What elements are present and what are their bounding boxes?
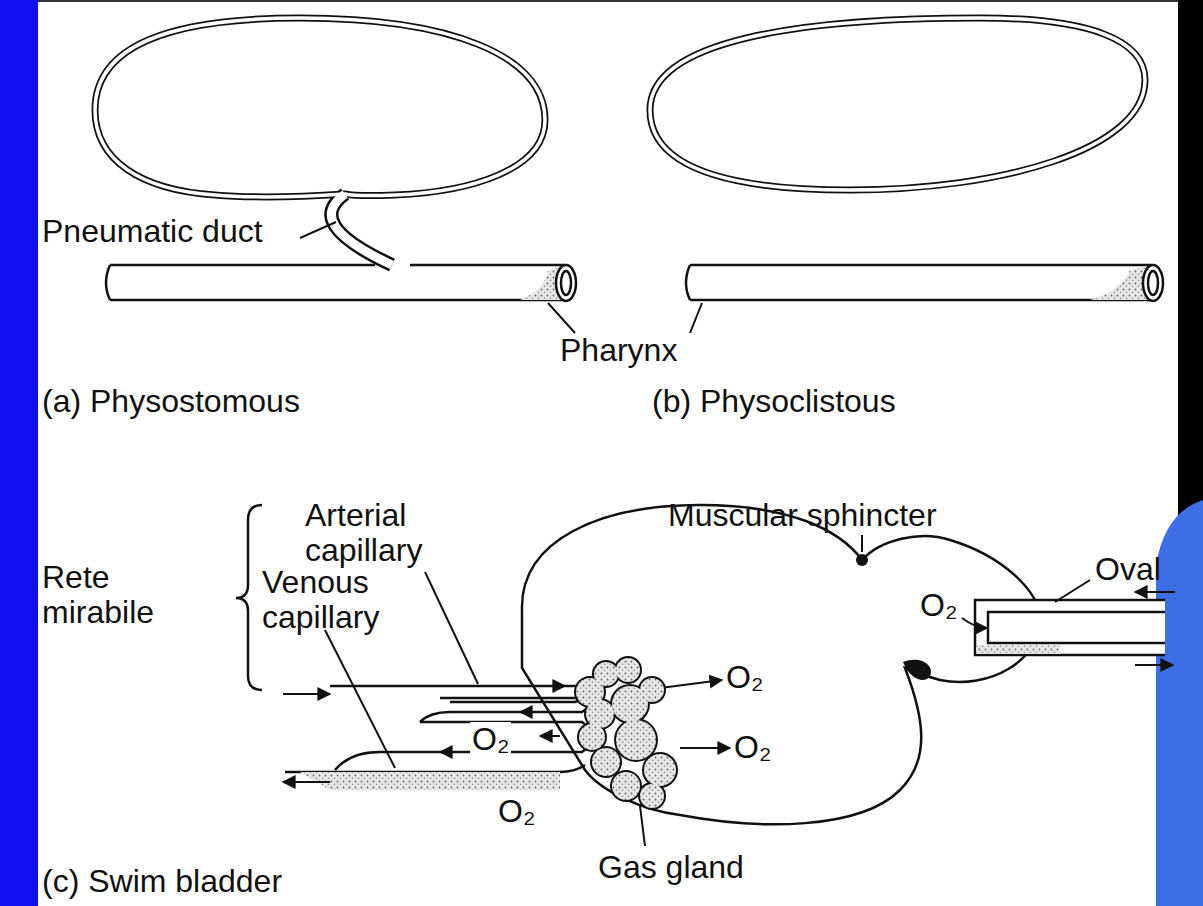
figure-caption: (a) Physostomous xyxy=(42,384,300,419)
chemical-label: O₂ xyxy=(470,722,511,757)
gas-gland xyxy=(574,656,678,810)
chemical-label: O₂ xyxy=(734,730,771,765)
swim-bladder xyxy=(522,505,1040,824)
oval-tube xyxy=(975,600,1165,655)
part-label: Gas gland xyxy=(598,850,744,885)
figure-caption: (c) Swim bladder xyxy=(42,864,282,899)
flow-arrow xyxy=(962,592,1175,665)
figure-caption: (b) Physoclistous xyxy=(652,384,896,419)
bladder-physoclistous xyxy=(650,18,1145,190)
part-label: Muscular sphincter xyxy=(668,498,937,533)
part-label: Pharynx xyxy=(560,333,677,368)
part-label: Oval xyxy=(1095,552,1161,587)
rete-mirabile xyxy=(285,686,593,790)
pharynx-tube xyxy=(686,265,1163,301)
chemical-label: O₂ xyxy=(498,794,535,829)
leader-line xyxy=(325,535,1090,846)
part-label: Venous capillary xyxy=(262,565,422,634)
top-edge xyxy=(38,0,1178,2)
part-label: Arterial capillary xyxy=(305,498,475,567)
part-label: Rete mirabile xyxy=(42,560,192,629)
side-bar xyxy=(0,0,38,906)
bracket xyxy=(236,505,262,690)
pharynx-tube xyxy=(106,265,576,301)
corner-shape xyxy=(1156,500,1203,906)
chemical-label: O₂ xyxy=(918,588,959,623)
part-label: Pneumatic duct xyxy=(42,214,263,249)
chemical-label: O₂ xyxy=(726,660,763,695)
leader-line xyxy=(300,222,702,333)
